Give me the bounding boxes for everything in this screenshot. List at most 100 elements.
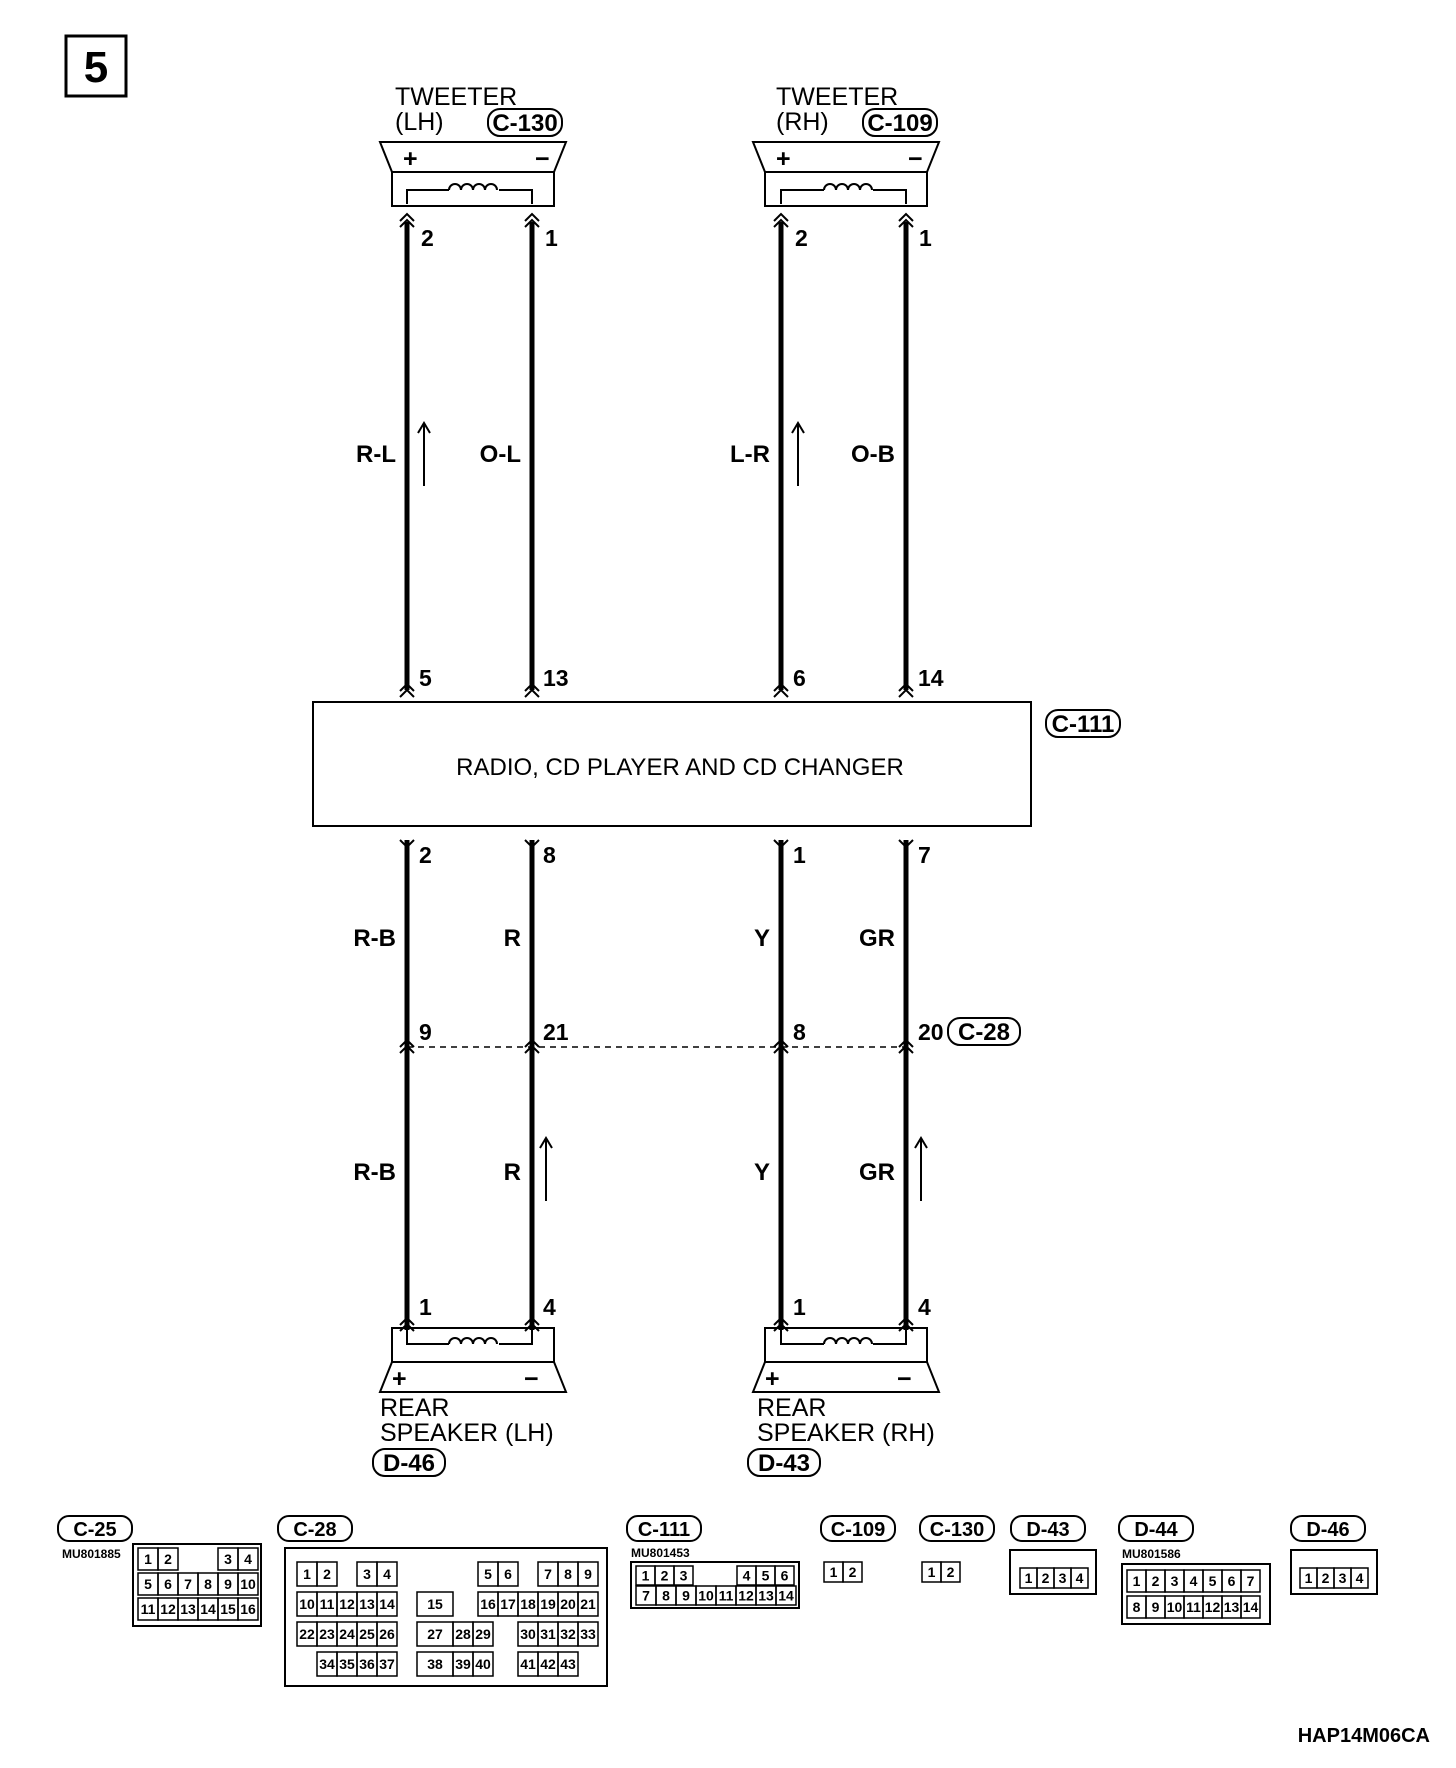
tweeter-lh-title: TWEETER xyxy=(395,83,517,111)
rear-lh-connector-tag: D-46 xyxy=(383,1450,435,1477)
connector-pin-number: 13 xyxy=(1224,1599,1240,1615)
connector-pin-number: 42 xyxy=(540,1656,556,1672)
connector-pin-number: 17 xyxy=(500,1596,516,1612)
part-number: MU801453 xyxy=(631,1546,690,1560)
connector-tag: C-111 xyxy=(638,1519,690,1541)
wire-color-label: GR xyxy=(859,925,895,952)
connector-pin-number: 24 xyxy=(339,1626,355,1642)
junction-connector-tag: C-28 xyxy=(958,1019,1010,1046)
connector-tag: C-109 xyxy=(831,1519,885,1541)
connector-pin-number: 3 xyxy=(363,1566,371,1582)
connector-pin-number: 38 xyxy=(427,1656,443,1672)
wire-color-label: O-L xyxy=(480,441,521,468)
connector-pin-number: 12 xyxy=(1205,1599,1221,1615)
wire-color-label: R xyxy=(504,1159,521,1186)
connector-pin-number: 10 xyxy=(299,1596,315,1612)
radio-unit-label: RADIO, CD PLAYER AND CD CHANGER xyxy=(456,754,904,781)
connector-cell xyxy=(842,1561,863,1583)
lower-wires xyxy=(399,839,914,1332)
connector-pin-number: 4 xyxy=(1076,1570,1084,1586)
junction-connector-tag-frame xyxy=(947,1017,1021,1046)
connector-pin-number: 7 xyxy=(642,1588,650,1604)
connector-pin-number: 9 xyxy=(1152,1599,1160,1615)
connector-cell xyxy=(316,1561,338,1587)
connector-pin-number: 10 xyxy=(240,1576,256,1592)
signal-arrow-icon xyxy=(791,421,805,486)
wire-color-label: R-L xyxy=(356,441,396,468)
connector-cell xyxy=(577,1621,599,1647)
connector-pin-number: 8 xyxy=(662,1588,670,1604)
rear-rh-pin-pos: 1 xyxy=(793,1294,806,1320)
rear-rh-connector-tag-frame xyxy=(747,1448,821,1477)
rear-rh-line2: SPEAKER (RH) xyxy=(757,1419,935,1447)
wire-color-label: GR xyxy=(859,1159,895,1186)
tweeter-rh-minus: − xyxy=(908,145,923,173)
connector-pin-number: 4 xyxy=(383,1566,391,1582)
connector-pin-number: 14 xyxy=(200,1601,216,1617)
connector-pin-number: 3 xyxy=(1339,1570,1347,1586)
connector-pin-number: 8 xyxy=(204,1576,212,1592)
connector-pin-number: 40 xyxy=(475,1656,491,1672)
rear-rh-plus: + xyxy=(765,1365,780,1393)
connector-pin-number: 13 xyxy=(758,1588,774,1604)
connector-cell xyxy=(577,1561,599,1587)
connector-pin-number: 5 xyxy=(1209,1573,1217,1589)
radio-connector-tag-frame xyxy=(1045,709,1121,738)
connector-cell xyxy=(237,1597,259,1621)
connector-pin-number: 3 xyxy=(224,1551,232,1567)
connector-pin-number: 12 xyxy=(160,1601,176,1617)
rear-lh-coil-icon xyxy=(448,1337,498,1345)
connector-pin-number: 28 xyxy=(455,1626,471,1642)
connector-pin-number: 11 xyxy=(1186,1599,1201,1615)
rear-speaker-rh: + − REAR SPEAKER (RH) D-43 xyxy=(747,1327,941,1477)
connector-cell xyxy=(1240,1595,1261,1619)
connector-cell xyxy=(472,1651,494,1677)
rear-lh-minus: − xyxy=(524,1365,539,1393)
connector-cell xyxy=(557,1651,579,1677)
connector-pin-number: 5 xyxy=(484,1566,492,1582)
connector-pin-number: 1 xyxy=(303,1566,311,1582)
connector-pin-number: 26 xyxy=(379,1626,395,1642)
connector-pin-number: 11 xyxy=(141,1601,156,1617)
connector-pin-number: 3 xyxy=(680,1568,688,1584)
connector-pin-number: 2 xyxy=(164,1551,172,1567)
connector-pin-number: 16 xyxy=(480,1596,496,1612)
connector-pin-number: 13 xyxy=(180,1601,196,1617)
tweeter-rh-side: (RH) xyxy=(776,108,829,136)
connector-pin-number: 6 xyxy=(781,1568,789,1584)
tweeter-rh-pin-neg: 1 xyxy=(919,225,932,251)
connector-pin-number: 1 xyxy=(642,1568,650,1584)
connector-pin-number: 21 xyxy=(580,1596,596,1612)
connector-pin-number: 6 xyxy=(1228,1573,1236,1589)
rear-lh-cone xyxy=(378,1361,568,1393)
connector-pin-number: 43 xyxy=(560,1656,576,1672)
connector-pin-number: 8 xyxy=(564,1566,572,1582)
connector-cell xyxy=(376,1621,398,1647)
connector-pin-number: 9 xyxy=(682,1588,690,1604)
signal-arrow-icon xyxy=(914,1136,928,1201)
connector-pin-number: 1 xyxy=(830,1564,838,1580)
radio-pin: 7 xyxy=(918,842,931,868)
connector-pin-number: 14 xyxy=(379,1596,395,1612)
rear-lh-line2: SPEAKER (LH) xyxy=(380,1419,554,1447)
connector-pin-number: 1 xyxy=(928,1564,936,1580)
connector-pin-number: 34 xyxy=(319,1656,335,1672)
junction-pin: 21 xyxy=(543,1019,569,1045)
connector-pin-number: 4 xyxy=(1356,1570,1364,1586)
connector-pin-number: 9 xyxy=(584,1566,592,1582)
connector-pin-number: 41 xyxy=(520,1656,536,1672)
connector-pin-number: 2 xyxy=(947,1564,955,1580)
connector-pin-number: 32 xyxy=(560,1626,576,1642)
connector-pin-number: 10 xyxy=(1167,1599,1183,1615)
signal-arrow-icon xyxy=(417,421,431,486)
tweeter-lh-side: (LH) xyxy=(395,108,444,136)
junction-pin: 20 xyxy=(918,1019,944,1045)
connector-pin-number: 39 xyxy=(455,1656,471,1672)
connector-cell xyxy=(472,1621,494,1647)
connector-pin-number: 33 xyxy=(580,1626,596,1642)
wire-color-label: R xyxy=(504,925,521,952)
connector-pin-number: 27 xyxy=(427,1626,443,1642)
